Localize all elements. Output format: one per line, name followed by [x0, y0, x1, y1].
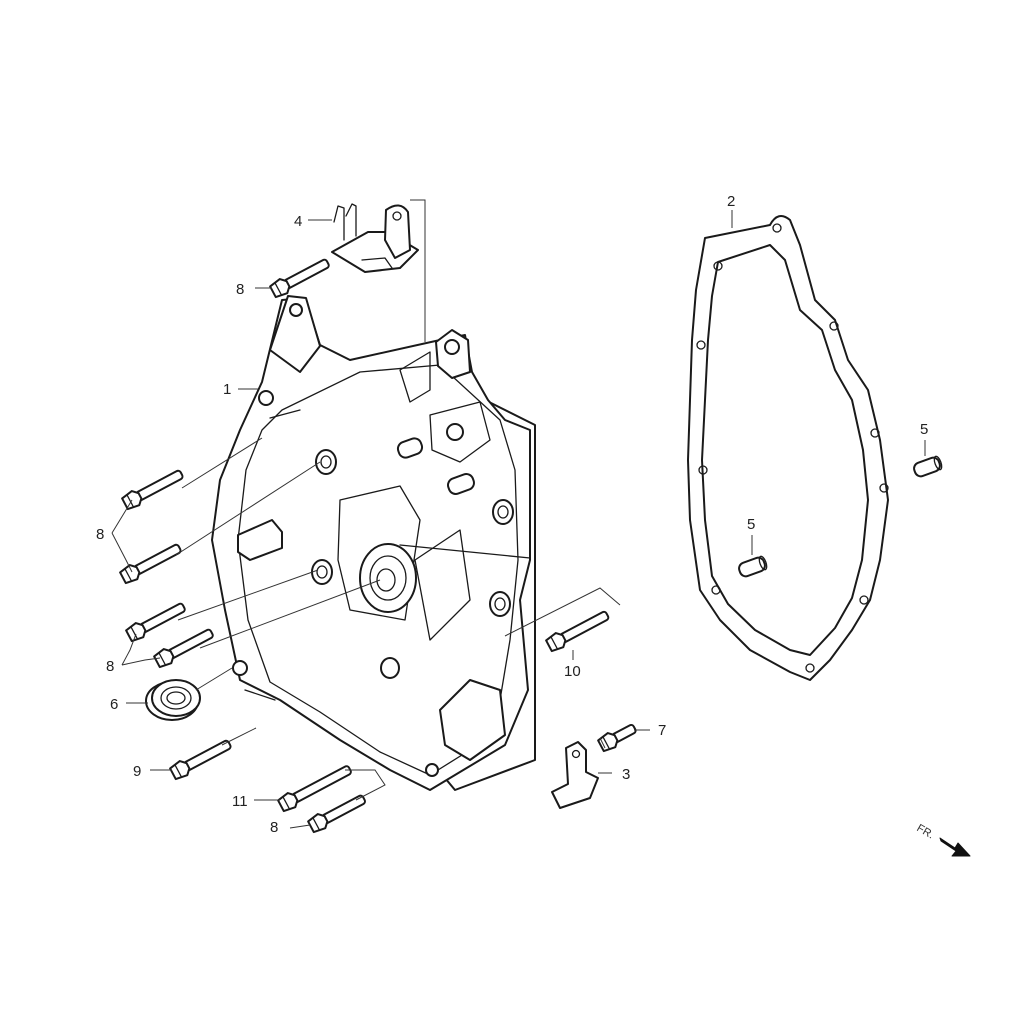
- bolt-8-left-2: [119, 543, 182, 585]
- callout-10: 10: [564, 663, 581, 680]
- leader-lines: [111, 199, 926, 829]
- front-direction-label: FR.: [915, 822, 936, 841]
- oil-seal: [145, 679, 201, 721]
- bolt-7: [597, 723, 637, 753]
- callout-6: 6: [110, 696, 118, 713]
- bolt-10: [545, 610, 610, 653]
- bolt-10-flange: [550, 636, 559, 650]
- bolt-11: [277, 765, 352, 813]
- bolt-9-flange: [174, 764, 183, 778]
- bolt-10-shank: [559, 610, 610, 644]
- arrow-down-right-icon: [939, 837, 971, 857]
- bolt-7-flange: [602, 736, 611, 750]
- bolt-8-left-3-shank: [139, 602, 186, 634]
- bolt-8-top-shank: [283, 258, 330, 290]
- bolt-8-bottom: [307, 794, 366, 834]
- bolt-8-left-3-flange: [130, 626, 139, 640]
- bolt-8-bottom-flange: [312, 817, 321, 831]
- callout-2: 2: [727, 193, 735, 210]
- dowel-pin-lower: [738, 555, 768, 578]
- bolt-8-left-2-shank: [133, 543, 182, 576]
- bolt-8-top: [269, 258, 330, 299]
- bolt-11-flange: [282, 796, 291, 810]
- bolt-8-bottom-shank: [321, 794, 366, 825]
- callout-4: 4: [294, 213, 302, 230]
- callout-8-top: 8: [236, 281, 244, 298]
- crankcase-cover: [211, 295, 536, 791]
- callout-8-bottom: 8: [270, 819, 278, 836]
- bolt-8-left-4-shank: [167, 628, 214, 660]
- bolt-group: [119, 258, 637, 834]
- callout-8-left-lower: 8: [106, 658, 114, 675]
- callout-7: 7: [658, 722, 666, 739]
- bolt-9: [169, 739, 232, 781]
- callout-1: 1: [223, 381, 231, 398]
- bolt-8-top-flange: [274, 282, 283, 296]
- bolt-8-left-1: [121, 469, 184, 511]
- dowel-pin-upper: [913, 455, 943, 478]
- callout-9: 9: [133, 763, 141, 780]
- wire-bracket: [331, 203, 419, 273]
- gasket: [687, 215, 889, 681]
- callout-5-lower: 5: [747, 516, 755, 533]
- callout-3: 3: [622, 766, 630, 783]
- callout-8-left-upper: 8: [96, 526, 104, 543]
- bolt-8-left-2-flange: [124, 568, 133, 582]
- callout-5-upper: 5: [920, 421, 928, 438]
- bolt-8-left-4: [153, 628, 214, 669]
- bolt-8-left-1-flange: [126, 494, 135, 508]
- callout-11: 11: [232, 793, 248, 810]
- bolt-9-shank: [183, 739, 232, 772]
- cable-clamp: [551, 741, 599, 809]
- bolt-11-shank: [291, 765, 352, 804]
- bolt-8-left-3: [125, 602, 186, 643]
- bolt-8-left-1-shank: [135, 469, 184, 502]
- bolt-8-left-4-flange: [158, 652, 167, 666]
